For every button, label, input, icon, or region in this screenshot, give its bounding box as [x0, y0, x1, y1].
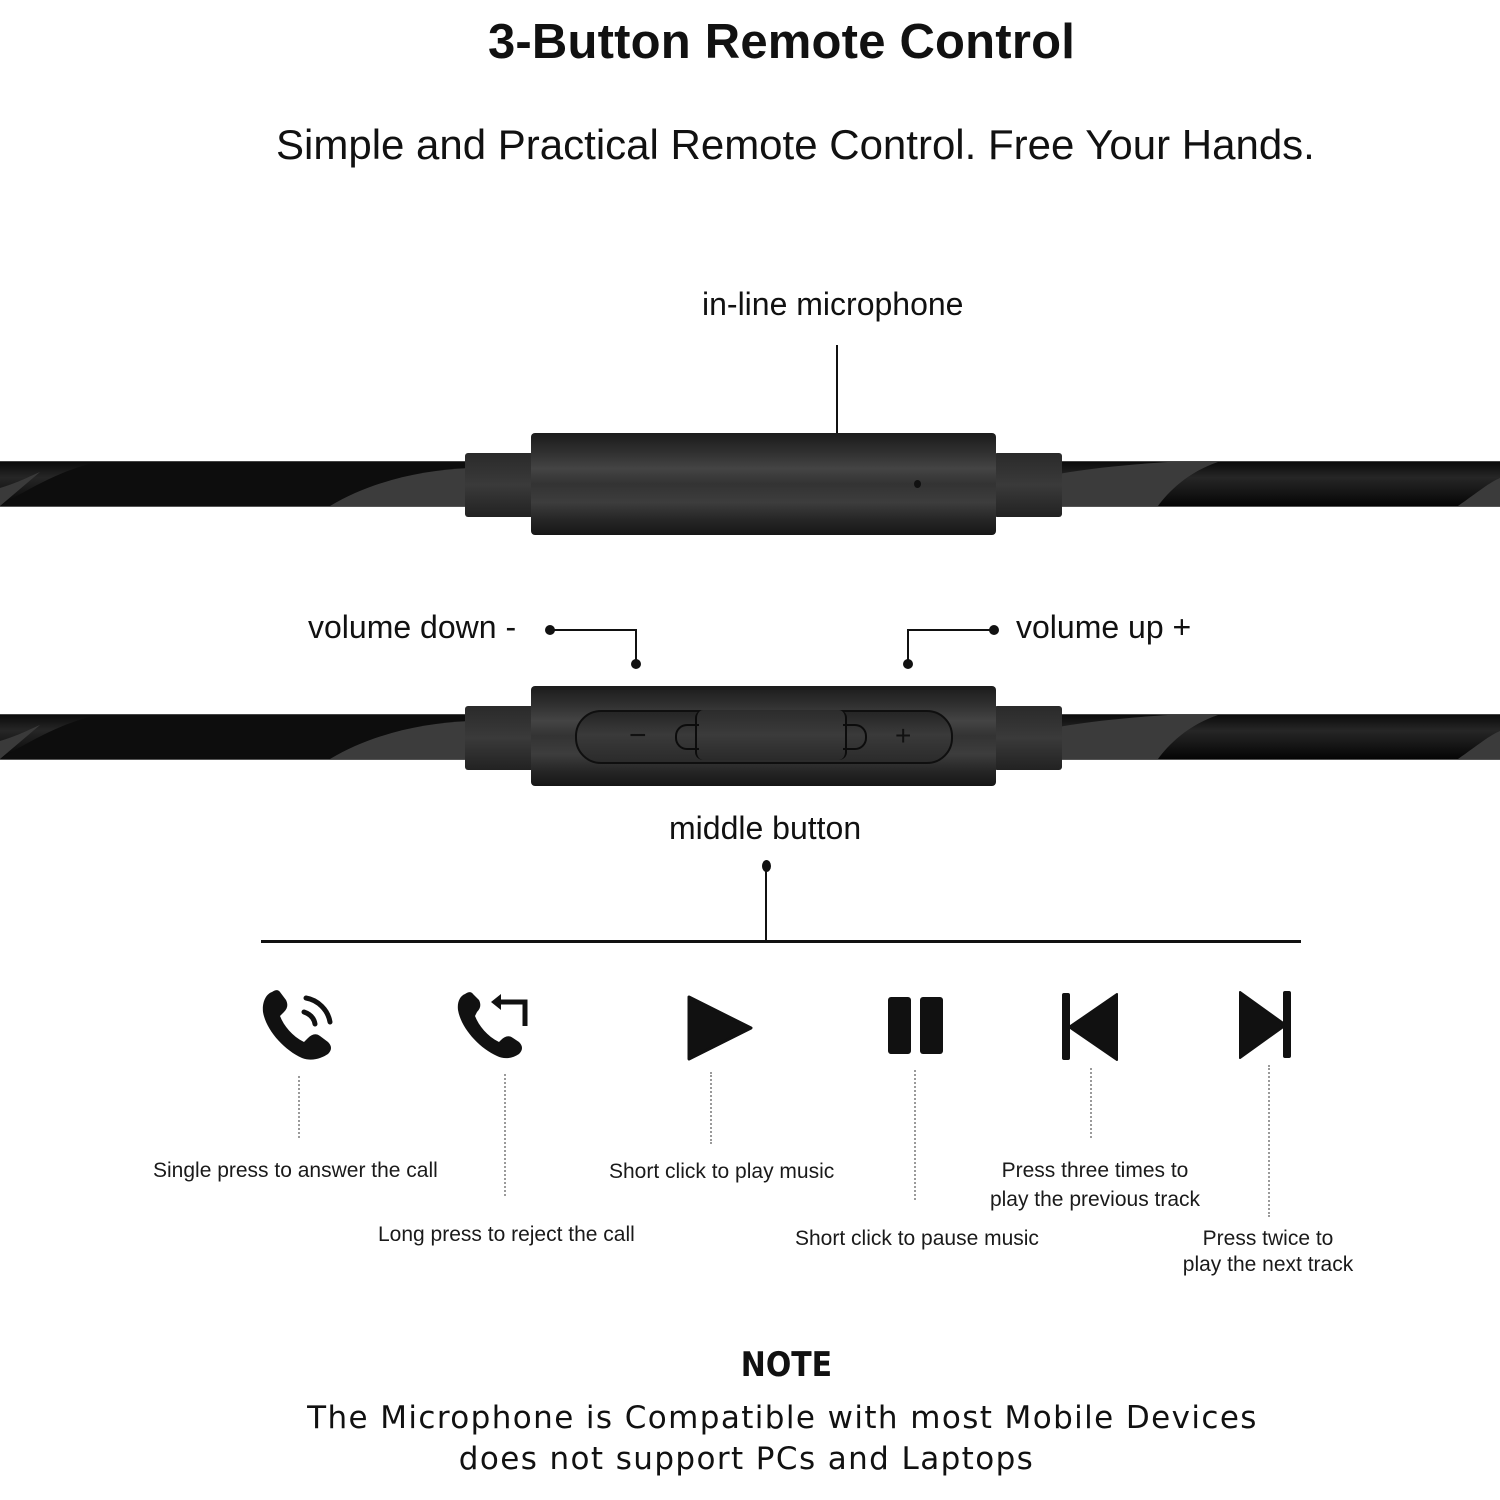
guide-line — [298, 1076, 300, 1138]
microphone-label: in-line microphone — [702, 286, 964, 322]
microphone-hole-icon — [914, 480, 921, 488]
note-title: NOTE — [740, 1345, 833, 1385]
middle-button-label: middle button — [669, 810, 862, 846]
function-description: Short click to pause music — [795, 1227, 1039, 1250]
page-subtitle: Simple and Practical Remote Control. Fre… — [276, 121, 1315, 168]
remote-microphone-view — [0, 461, 1500, 509]
keypad: − + — [575, 710, 953, 764]
note-line-1: The Microphone is Compatible with most M… — [307, 1400, 1258, 1436]
remote-collar-right — [994, 706, 1062, 770]
function-description-line: play the previous track — [989, 1188, 1201, 1211]
microphone-housing — [531, 433, 996, 535]
guide-line — [1268, 1065, 1270, 1217]
remote-collar-left — [465, 706, 535, 770]
phone-reject-icon — [457, 990, 531, 1062]
middle-button-left-notch — [675, 724, 699, 750]
function-description: Short click to play music — [609, 1160, 835, 1183]
volume-up-dot-end — [903, 659, 913, 669]
volume-up-button-symbol: + — [895, 720, 912, 751]
guide-line — [914, 1070, 916, 1200]
guide-line — [710, 1072, 712, 1144]
middle-button[interactable] — [675, 710, 867, 760]
function-description: Press twice to play the next track — [1168, 1226, 1368, 1278]
pause-icon — [886, 996, 946, 1056]
function-description-line: Press three times to — [1001, 1159, 1189, 1182]
microphone-leader-line — [836, 345, 838, 435]
cable-right — [1058, 461, 1500, 507]
next-track-icon — [1238, 990, 1294, 1060]
volume-up-leader-h — [907, 629, 994, 631]
volume-up-leader-v — [907, 629, 909, 663]
page-title: 3-Button Remote Control — [487, 15, 1076, 69]
button-housing: − + — [531, 686, 996, 786]
cable-left — [0, 714, 470, 760]
play-icon — [687, 995, 753, 1061]
volume-down-leader-v — [635, 629, 637, 663]
function-description-line: Press twice to — [1202, 1227, 1334, 1250]
remote-collar-left — [465, 453, 535, 517]
volume-down-dot-end — [631, 659, 641, 669]
phone-answer-icon — [262, 988, 336, 1062]
functions-divider — [261, 940, 1301, 943]
cable-left — [0, 461, 470, 507]
volume-down-label: volume down - — [308, 609, 517, 645]
function-description: Long press to reject the call — [378, 1223, 635, 1246]
remote-buttons-view — [0, 714, 1500, 762]
middle-button-leader-v — [765, 866, 767, 942]
previous-track-icon — [1061, 992, 1121, 1062]
function-description-line: play the next track — [1182, 1253, 1354, 1276]
note-line-2: does not support PCs and Laptops — [458, 1441, 1035, 1477]
function-description: Single press to answer the call — [153, 1159, 438, 1182]
volume-down-button-symbol: − — [629, 719, 647, 752]
volume-down-leader-h — [550, 629, 636, 631]
function-description: Press three times to play the previous t… — [985, 1158, 1205, 1213]
guide-line — [1090, 1068, 1092, 1138]
guide-line — [504, 1074, 506, 1196]
volume-up-label: volume up + — [1016, 609, 1192, 645]
remote-collar-right — [994, 453, 1062, 517]
cable-right — [1058, 714, 1500, 760]
middle-button-right-notch — [843, 724, 867, 750]
volume-up-dot-start — [989, 625, 999, 635]
